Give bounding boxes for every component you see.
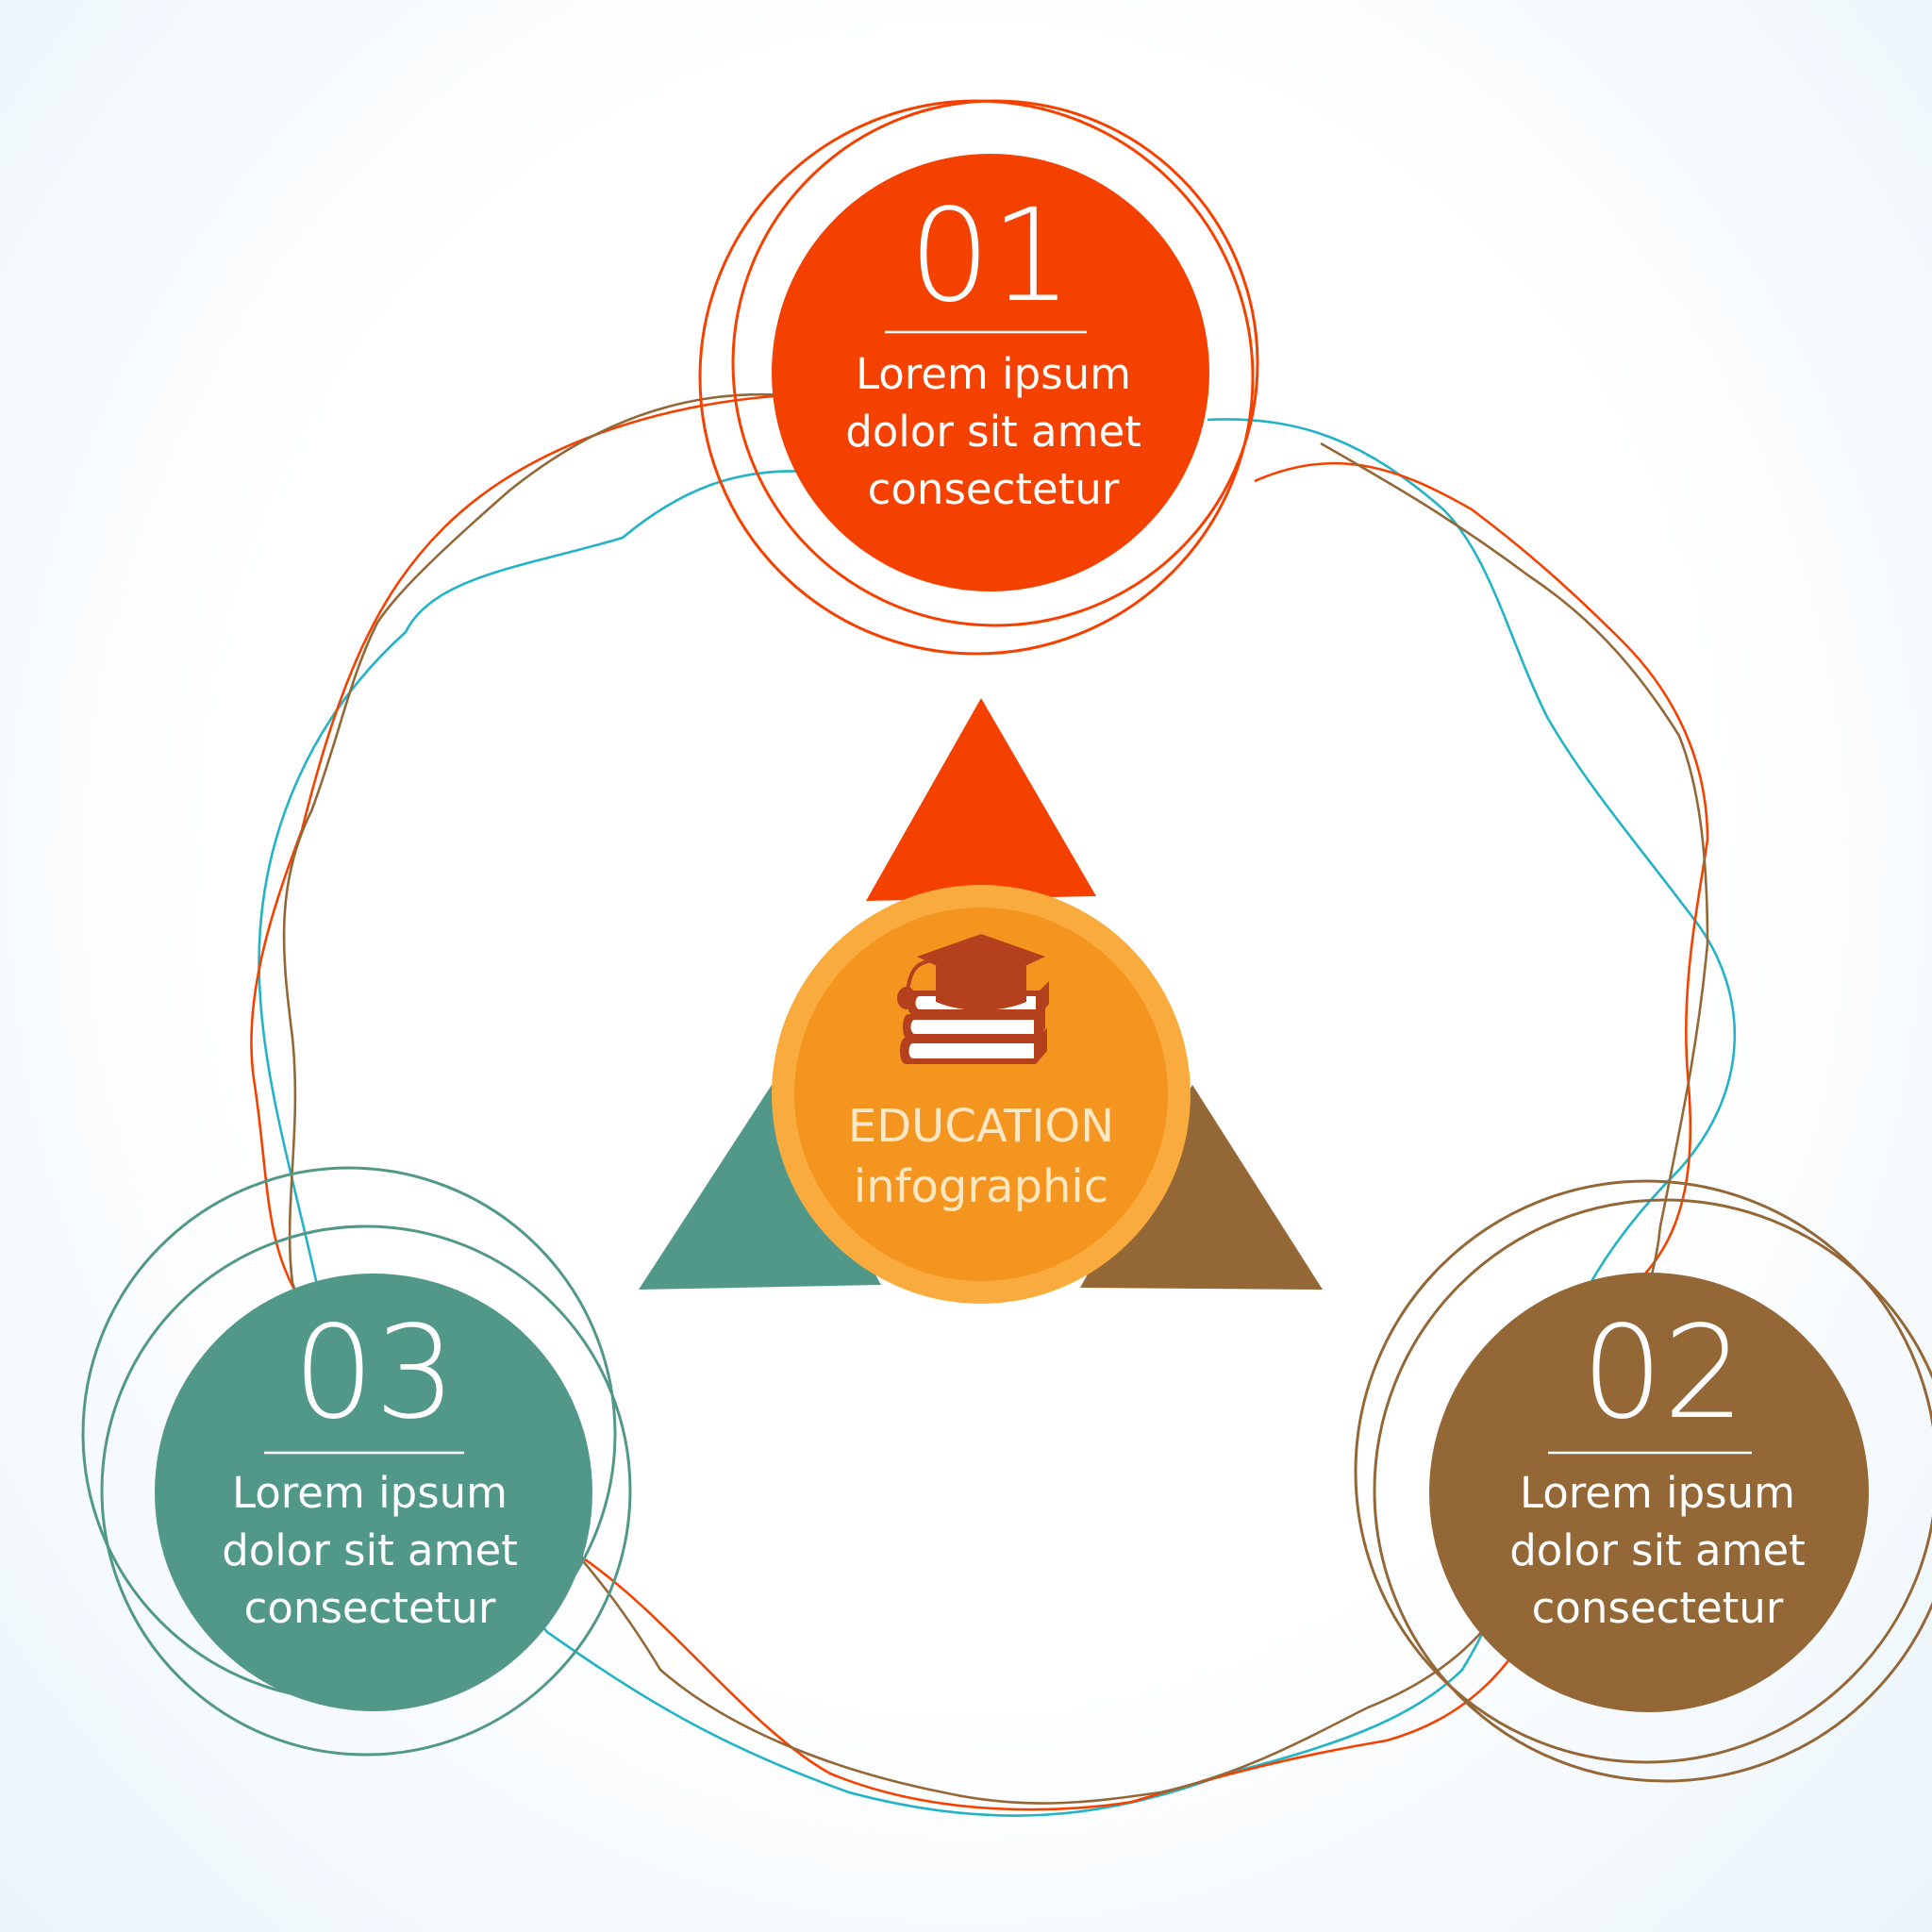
step-02-node: 02 Lorem ipsum dolor sit amet consectetu… <box>1354 1179 1932 1783</box>
step-02-desc-line-1: Lorem ipsum <box>1520 1468 1795 1518</box>
step-02-desc-line-3: consectetur <box>1532 1583 1784 1633</box>
center-triangle <box>639 698 1323 1290</box>
step-03-desc-line-2: dolor sit amet <box>222 1525 518 1575</box>
cap-board <box>917 934 1045 987</box>
book-bottom <box>900 1028 1047 1064</box>
step-02-outline-ring-a <box>1354 1179 1932 1764</box>
center-inner-circle <box>794 908 1168 1281</box>
step-01-desc-line-2: dolor sit amet <box>845 407 1141 457</box>
wavy-ring-brown <box>282 392 1709 1805</box>
step-02-outline-ring-b <box>1373 1198 1932 1783</box>
cap-tassel-end <box>897 987 916 1009</box>
step-02-desc-line-2: dolor sit amet <box>1509 1525 1806 1575</box>
step-03-number: 03 <box>292 1299 456 1448</box>
center-title: EDUCATION <box>848 1100 1114 1153</box>
graduation-cap-books-icon <box>897 934 1049 1064</box>
triangle-top-red <box>866 698 1096 901</box>
step-03-outline-ring-b <box>100 1224 632 1757</box>
step-01-circle <box>772 154 1209 591</box>
step-03-circle <box>155 1274 592 1711</box>
wavy-ring-red <box>250 394 1709 1811</box>
step-01-outline-ring-b <box>731 99 1259 627</box>
step-03-desc-line-3: consectetur <box>244 1583 496 1633</box>
step-02-circle <box>1429 1273 1869 1712</box>
step-01-desc-line-1: Lorem ipsum <box>856 349 1131 399</box>
step-03-desc-line-1: Lorem ipsum <box>232 1468 508 1518</box>
cap-tassel <box>906 958 935 991</box>
step-02-number: 02 <box>1581 1299 1744 1448</box>
center-subtitle: infographic <box>854 1160 1108 1213</box>
cap-base <box>936 966 1026 1010</box>
step-03-node: 03 Lorem ipsum dolor sit amet consectetu… <box>81 1166 632 1757</box>
wavy-connector-rings <box>250 392 1737 1817</box>
step-01-desc-line-3: consectetur <box>868 464 1120 514</box>
center-medallion: EDUCATION infographic <box>772 885 1191 1304</box>
triangle-bottom-left-teal <box>639 1085 881 1290</box>
step-01-number: 01 <box>908 182 1072 331</box>
step-01-node: 01 Lorem ipsum dolor sit amet consectetu… <box>698 99 1259 656</box>
triangle-bottom-right-brown <box>1080 1085 1323 1290</box>
